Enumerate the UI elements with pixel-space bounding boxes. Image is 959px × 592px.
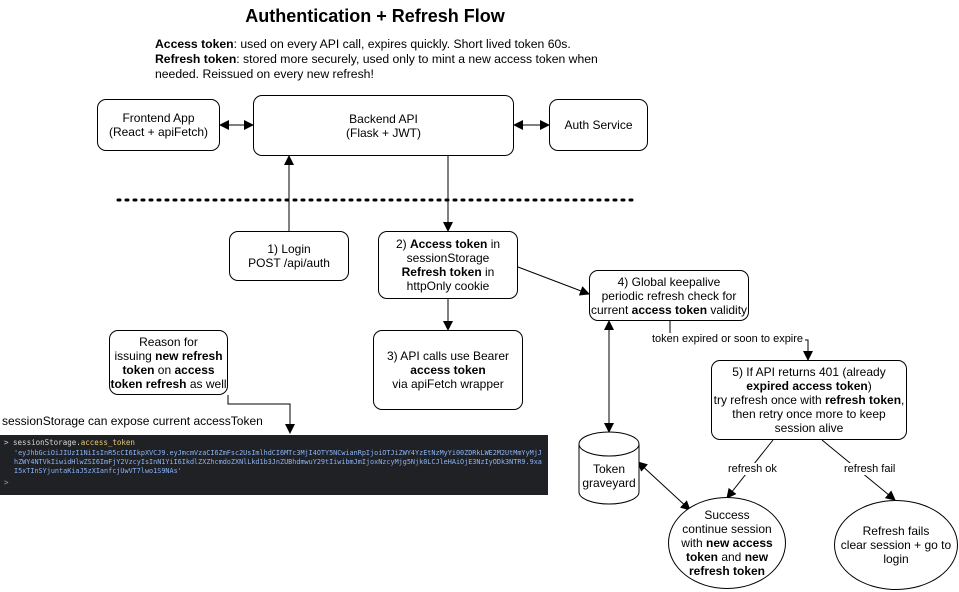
reason-line4: token refresh as well (110, 376, 227, 391)
edge-label-fail: refresh fail (842, 463, 898, 475)
devtools-console: > sessionStorage.access_token 'eyJhbGciO… (0, 435, 548, 495)
graveyard-label: Token graveyard (582, 462, 636, 490)
api401-line2: expired access token) (746, 379, 872, 393)
keepalive-line3: current access token validity (590, 302, 748, 317)
diagram-title: Authentication + Refresh Flow (245, 6, 505, 26)
reason-node: Reason for issuing new refresh token on … (109, 330, 228, 395)
token-storage-node: 2) Access token in sessionStorage Refres… (378, 231, 518, 299)
edge-reason-console (227, 395, 295, 434)
frontend-app-node: Frontend App (React + apiFetch) (97, 99, 220, 151)
session-storage-note: sessionStorage can expose current access… (2, 414, 263, 428)
backend-subtitle: (Flask + JWT) (346, 125, 421, 140)
api-calls-line3: via apiFetch wrapper (392, 377, 504, 391)
fail-line1: Refresh fails (862, 524, 930, 538)
success-line5: refresh token (688, 564, 766, 578)
login-node: 1) Login POST /api/auth (229, 231, 349, 281)
auth-title: Auth Service (564, 118, 633, 132)
api-calls-node: 3) API calls use Bearer access token via… (373, 330, 523, 410)
refresh-fail-node: Refresh fails clear session + go to logi… (834, 500, 958, 590)
success-line4: token and new (685, 550, 769, 564)
reason-line3: token on access (122, 362, 215, 377)
edge-graveyard-success (637, 461, 691, 511)
reason-line2: issuing new refresh (114, 348, 223, 363)
refresh-token-term: Refresh token (155, 52, 237, 66)
console-command: > sessionStorage.access_token (4, 438, 135, 447)
frontend-subtitle: (React + apiFetch) (108, 125, 209, 139)
api401-line1: 5) If API returns 401 (already (732, 365, 886, 379)
backend-api-node: Backend API (Flask + JWT) (253, 95, 514, 156)
success-node: Success continue session with new access… (668, 497, 786, 589)
api401-line4: then retry once more to keep (732, 407, 886, 421)
token-storage-line3: Refresh token in (401, 265, 495, 279)
graveyard-cylinder (578, 431, 640, 505)
token-storage-line2: sessionStorage (406, 251, 490, 265)
keepalive-node: 4) Global keepalive periodic refresh che… (589, 270, 749, 321)
fail-line2: clear session + go to (840, 538, 952, 552)
console-prompt[interactable]: > (4, 478, 9, 487)
keepalive-line1: 4) Global keepalive (617, 274, 721, 289)
token-storage-line1: 2) Access token in (395, 237, 501, 251)
api-401-node: 5) If API returns 401 (already expired a… (711, 360, 907, 440)
token-storage-line4: httpOnly cookie (406, 279, 490, 293)
refresh-token-text: : stored more securely, used only to min… (155, 52, 598, 81)
edge-label-expired: token expired or soon to expire (650, 333, 806, 345)
backend-title: Backend API (349, 111, 418, 126)
api-calls-line1: 3) API calls use Bearer (386, 349, 510, 363)
success-line2: continue session (682, 522, 772, 536)
reason-line1: Reason for (139, 334, 198, 349)
frontend-title: Frontend App (122, 111, 195, 125)
api401-line3: try refresh once with refresh token, (713, 393, 905, 407)
edge-label-ok: refresh ok (726, 463, 779, 475)
console-result: 'eyJhbGciOiJIUzI1NiIsInR5cCI6IkpXVCJ9.ey… (14, 449, 542, 475)
keepalive-line2: periodic refresh check for (601, 288, 737, 303)
access-token-term: Access token (155, 37, 234, 51)
login-endpoint: POST /api/auth (248, 256, 330, 270)
fail-line3: login (883, 552, 909, 566)
api-calls-line2: access token (410, 363, 486, 377)
auth-service-node: Auth Service (549, 99, 648, 151)
success-line1: Success (704, 508, 750, 522)
access-token-text: : used on every API call, expires quickl… (233, 37, 571, 51)
api401-line5: session alive (774, 421, 844, 435)
success-line3: with new access (681, 536, 773, 550)
edge-tokens-keepalive (517, 266, 590, 296)
login-title: 1) Login (267, 242, 311, 256)
token-description: Access token: used on every API call, ex… (155, 37, 615, 82)
